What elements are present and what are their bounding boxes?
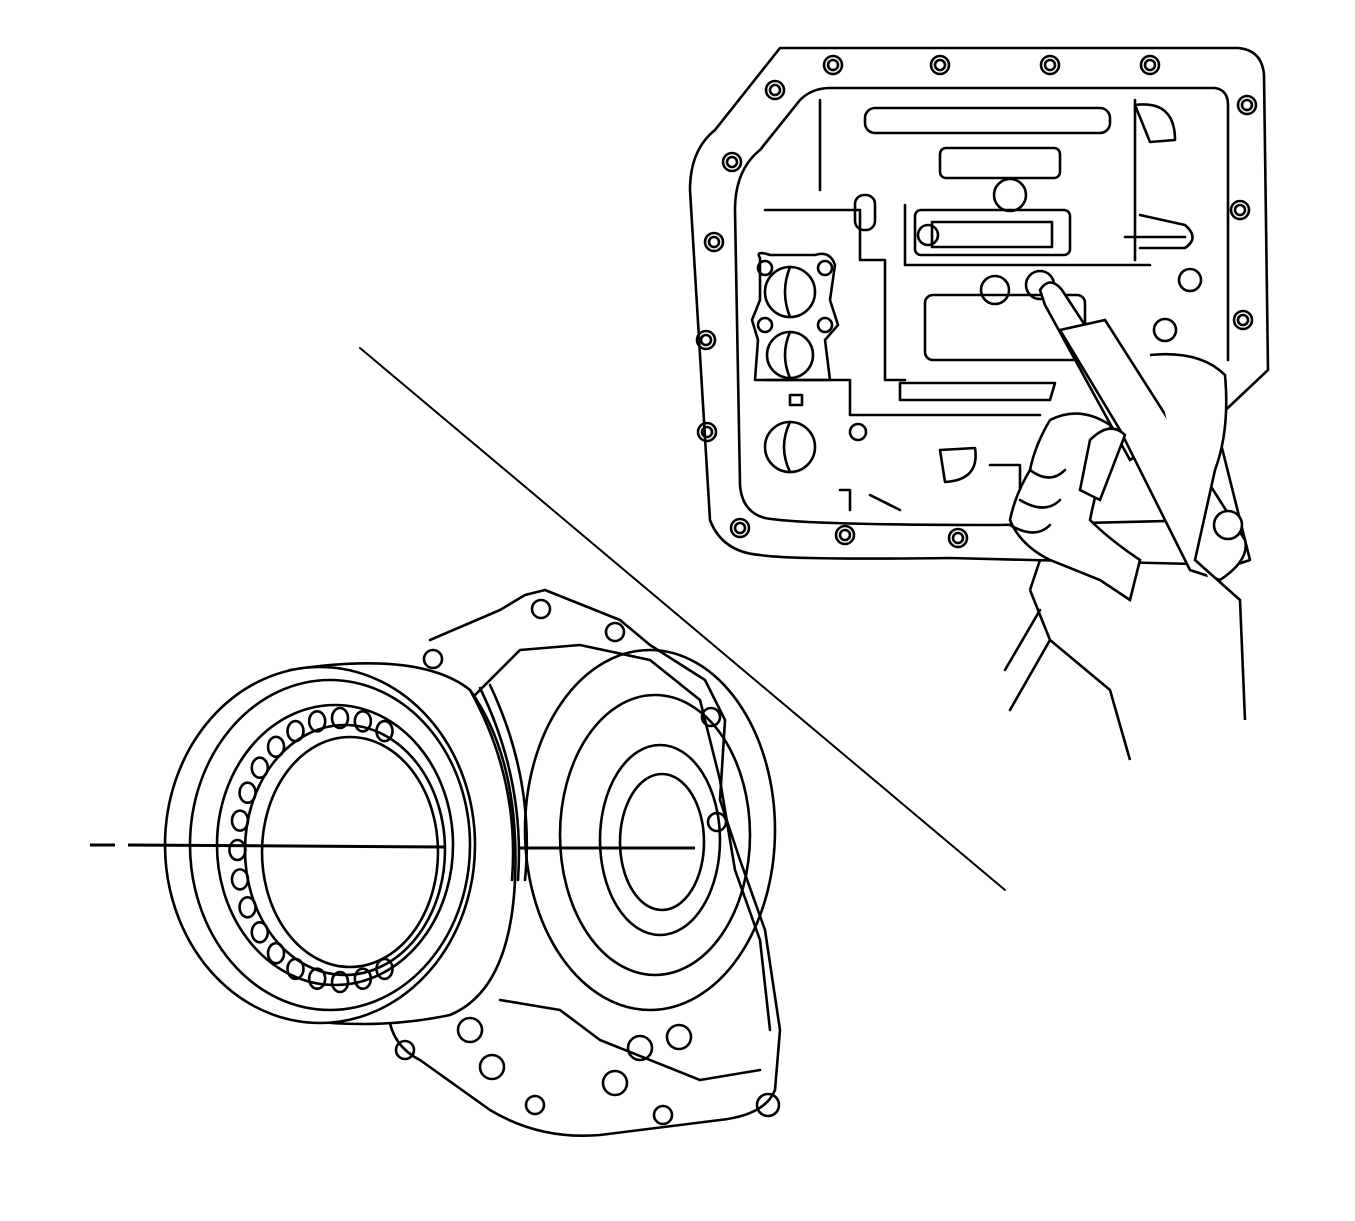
case-inner-outline <box>733 86 1230 527</box>
valve-body-assembly <box>688 46 1270 761</box>
spring <box>307 967 327 990</box>
bolt-head <box>1236 94 1258 116</box>
spring <box>238 781 257 805</box>
bolt-head <box>725 155 739 169</box>
spring <box>238 895 257 919</box>
bolt-head <box>929 54 951 76</box>
bolt-head <box>733 521 747 535</box>
bolt-head <box>768 83 782 97</box>
spring <box>230 868 250 891</box>
bolt-head <box>822 54 844 76</box>
transmission-case-assembly <box>90 588 782 1137</box>
spring <box>266 735 286 759</box>
clutch-drum <box>163 662 529 1026</box>
bolt-head <box>1240 98 1254 112</box>
bolt-head <box>1232 309 1254 331</box>
spring <box>375 719 394 743</box>
bolt-head <box>1236 313 1250 327</box>
spring <box>353 967 373 990</box>
bolt-head <box>1039 54 1061 76</box>
spring <box>250 921 270 944</box>
air-gun-with-hand <box>1003 281 1247 761</box>
bolt-head <box>721 151 743 173</box>
return-springs <box>228 706 394 994</box>
bolt-head <box>764 79 786 101</box>
spring <box>286 719 305 743</box>
bolt-head <box>826 58 840 72</box>
bolt-head <box>947 527 969 549</box>
bolt-head <box>703 231 725 253</box>
bolt-head <box>951 531 965 545</box>
case-bore-rings <box>523 648 777 1012</box>
center-axis-line <box>90 843 695 850</box>
spring <box>307 710 327 733</box>
valve-bores <box>750 251 840 474</box>
bolt-head <box>1233 203 1247 217</box>
spring <box>266 941 286 965</box>
bolt-head <box>696 421 718 443</box>
spring <box>330 706 350 730</box>
bolt-head <box>1229 199 1251 221</box>
bolt-head <box>695 329 717 351</box>
bolt-head <box>1139 54 1161 76</box>
bolt-head <box>729 517 751 539</box>
valve-body-passages <box>763 98 1203 512</box>
spring <box>230 809 250 832</box>
flange-bolts <box>695 54 1258 549</box>
bolt-head <box>1043 58 1057 72</box>
divider-line <box>359 347 1006 891</box>
hand <box>1008 352 1247 761</box>
spring <box>250 756 270 779</box>
bolt-head <box>699 333 713 347</box>
spring <box>228 838 247 862</box>
spring <box>286 957 305 981</box>
bolt-head <box>1143 58 1157 72</box>
case-flange-outline <box>688 46 1270 567</box>
spring <box>353 710 373 733</box>
bolt-head <box>834 524 856 546</box>
case-bosses <box>394 598 781 1126</box>
bolt-head <box>933 58 947 72</box>
bolt-head <box>700 425 714 439</box>
spring <box>330 970 350 994</box>
bolt-head <box>838 528 852 542</box>
bolt-head <box>707 235 721 249</box>
spring <box>375 957 394 981</box>
